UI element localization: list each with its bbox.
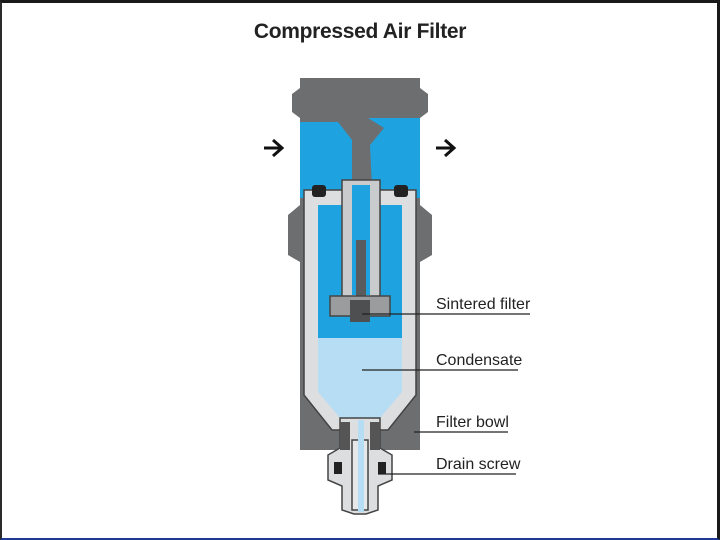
- drain-bore: [358, 420, 364, 512]
- label-condensate: Condensate: [436, 352, 523, 369]
- drain-seal-left: [334, 462, 342, 474]
- air-inlet-passage: [300, 122, 352, 198]
- label-drain-screw: Drain screw: [436, 456, 521, 473]
- label-sintered-filter: Sintered filter: [436, 296, 531, 313]
- label-filter-bowl: Filter bowl: [436, 414, 509, 431]
- condensate-liquid: [318, 338, 402, 418]
- sintered-filter-core: [350, 300, 370, 322]
- diagram-title: Compressed Air Filter: [253, 20, 467, 43]
- seal-ring-right: [394, 185, 408, 197]
- arrow-right-icon: [264, 138, 285, 158]
- center-spindle: [356, 240, 366, 320]
- arrow-right-icon: [436, 138, 457, 158]
- drain-dark-right: [370, 422, 380, 450]
- drain-seal-right: [378, 462, 386, 474]
- air-outlet-passage: [368, 118, 420, 198]
- seal-ring-left: [312, 185, 326, 197]
- drain-dark-left: [340, 422, 350, 450]
